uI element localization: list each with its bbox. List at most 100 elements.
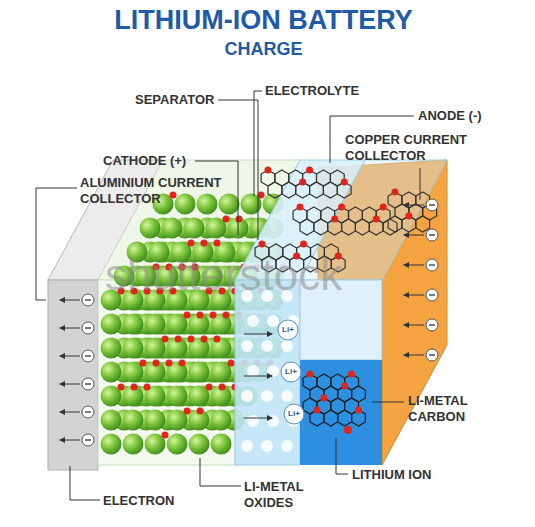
leader-line — [336, 438, 348, 474]
electron-sign — [429, 324, 435, 325]
lithium-dot — [210, 312, 217, 319]
part-label: COPPER CURRENT COLLECTOR — [345, 132, 495, 164]
leader-line — [195, 161, 238, 235]
lithium-dot — [179, 360, 186, 367]
separator-pore — [247, 365, 259, 377]
lithium-dot — [175, 336, 182, 343]
electron-sign — [85, 327, 91, 328]
ion-label: Li+ — [279, 409, 309, 419]
separator-pore — [241, 440, 253, 452]
lithium-dot — [184, 408, 191, 415]
electron-arrow — [404, 235, 424, 236]
electron-arrow — [404, 295, 424, 296]
lithium-dot — [223, 312, 230, 319]
oxide-sphere — [123, 434, 144, 455]
electron-sign — [85, 383, 91, 384]
oxide-sphere — [211, 338, 232, 359]
electron-arrow — [60, 440, 80, 441]
electron-sign — [85, 411, 91, 412]
electron-symbol — [82, 322, 94, 334]
electron-arrow — [60, 384, 80, 385]
oxide-sphere — [189, 362, 210, 383]
graphite-hex — [388, 216, 402, 232]
electron-symbol — [82, 406, 94, 418]
lithium-dot — [299, 179, 306, 186]
oxide-sphere — [123, 314, 144, 335]
separator-pore — [261, 340, 273, 352]
lithium-dot — [188, 336, 195, 343]
part-label: ELECTROLYTE — [265, 83, 359, 99]
oxide-sphere — [197, 194, 218, 215]
lithium-dot — [197, 408, 204, 415]
electron-sign — [429, 354, 435, 355]
leader-line — [254, 91, 262, 196]
electron-arrow — [60, 356, 80, 357]
electron-arrow — [60, 412, 80, 413]
electron-symbol — [426, 259, 438, 271]
part-label: SEPARATOR — [135, 92, 214, 108]
lithium-dot — [320, 395, 327, 402]
oxide-sphere — [211, 434, 232, 455]
oxide-sphere — [101, 410, 122, 431]
lithium-dot — [118, 384, 125, 391]
oxide-sphere — [101, 362, 122, 383]
lithium-dot — [338, 204, 345, 211]
ion-label: Li+ — [276, 367, 306, 377]
lithium-dot — [144, 384, 151, 391]
lithium-dot — [228, 360, 235, 367]
electron-symbol — [426, 349, 438, 361]
separator-pore — [281, 390, 293, 402]
part-label: ELECTRON — [103, 493, 175, 509]
oxide-sphere — [101, 314, 122, 335]
oxide-sphere — [211, 410, 232, 431]
leader-line — [200, 458, 241, 486]
lithium-dot — [306, 167, 313, 174]
electron-symbol — [82, 350, 94, 362]
electron-arrow — [404, 355, 424, 356]
title: LITHIUM-ION BATTERY — [0, 4, 531, 36]
oxide-sphere — [175, 194, 196, 215]
electron-sign — [85, 355, 91, 356]
lithium-dot — [219, 384, 226, 391]
lithium-dot — [223, 216, 230, 223]
electron-symbol — [426, 289, 438, 301]
graphite-hex — [268, 182, 282, 198]
electron-arrow — [60, 328, 80, 329]
lithium-dot — [140, 360, 147, 367]
electron-arrow — [404, 265, 424, 266]
lithium-dot — [348, 371, 355, 378]
part-label: ALUMINIUM CURRENT COLLECTOR — [80, 175, 245, 207]
separator-pore — [267, 415, 279, 427]
electron-arrow — [404, 325, 424, 326]
electron-sign — [429, 294, 435, 295]
leader-line — [36, 188, 77, 300]
oxide-sphere — [184, 218, 205, 239]
electron-sign — [85, 299, 91, 300]
graphite-hex — [342, 219, 356, 235]
lithium-dot — [236, 216, 243, 223]
graphite-hex — [282, 182, 296, 198]
lithium-dot — [258, 192, 265, 199]
lithium-dot — [170, 192, 177, 199]
oxide-sphere — [167, 386, 188, 407]
lithium-dot — [392, 189, 399, 196]
lithium-dot — [297, 204, 304, 211]
electron-symbol — [426, 319, 438, 331]
separator-pore — [281, 440, 293, 452]
oxide-sphere — [140, 218, 161, 239]
electron-symbol — [82, 378, 94, 390]
separator-pore — [267, 365, 279, 377]
electron-sign — [429, 234, 435, 235]
separator-pore — [267, 315, 279, 327]
oxide-sphere — [123, 338, 144, 359]
oxide-sphere — [162, 218, 183, 239]
graphite-hex — [300, 219, 314, 235]
lithium-dot — [259, 241, 266, 248]
lithium-dot — [355, 407, 362, 414]
oxide-sphere — [145, 314, 166, 335]
electron-sign — [429, 264, 435, 265]
leader-line — [372, 402, 404, 403]
electron-sign — [85, 439, 91, 440]
lithium-dot — [166, 360, 173, 367]
graphite-hex — [323, 182, 337, 198]
